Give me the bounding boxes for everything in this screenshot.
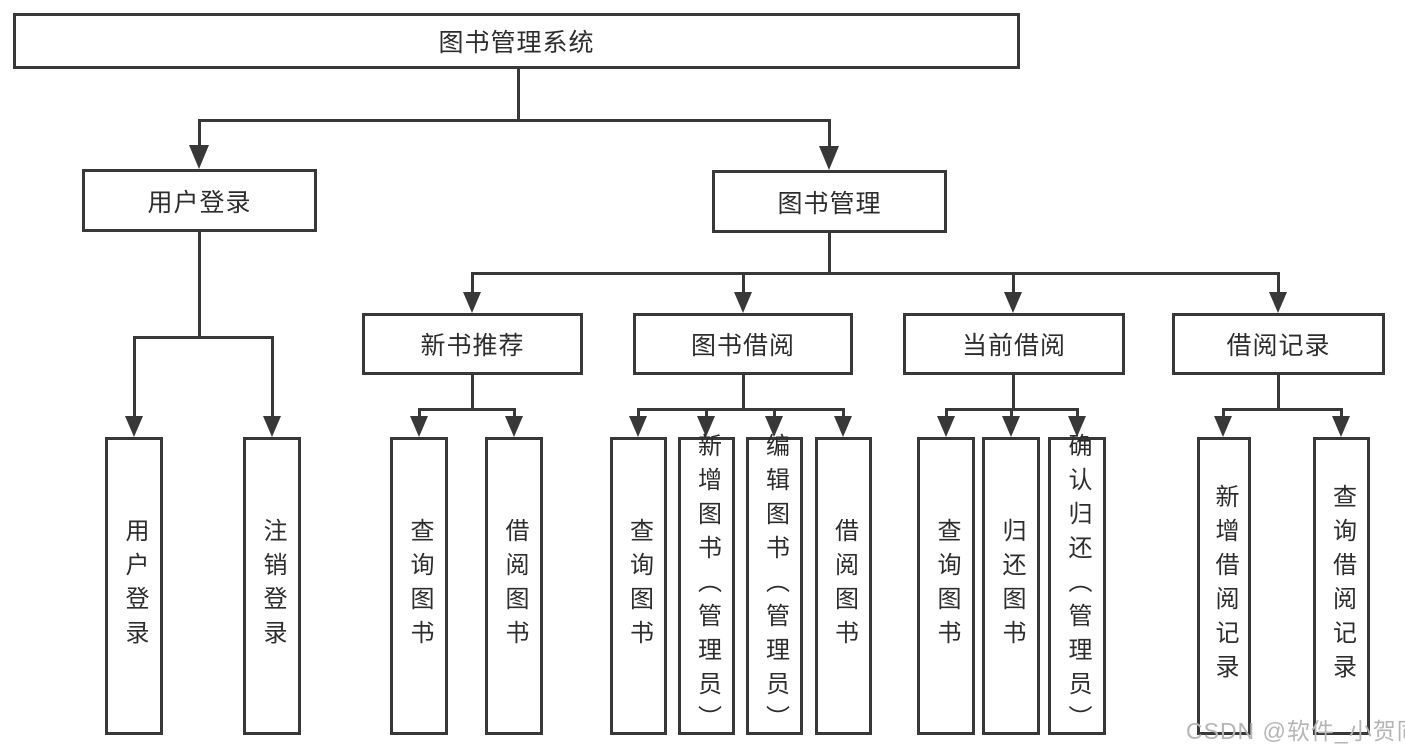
arrow-down-icon bbox=[1269, 292, 1287, 313]
arrow-down-icon bbox=[1332, 416, 1350, 437]
leaf-query-books-current: 查询图书 bbox=[917, 437, 975, 735]
connector-line bbox=[1222, 408, 1225, 418]
connector-line bbox=[842, 408, 845, 418]
connector-line bbox=[828, 119, 831, 149]
connector-line bbox=[637, 408, 640, 418]
arrow-down-icon bbox=[189, 145, 209, 169]
node-current-borrow-label: 当前借阅 bbox=[961, 332, 1066, 360]
node-library-system-label: 图书管理系统 bbox=[438, 29, 595, 57]
csdn-watermark: CSDN @软件_小贺同学 bbox=[1186, 718, 1405, 744]
node-book-management-label: 图书管理 bbox=[777, 189, 882, 218]
arrow-down-icon bbox=[1004, 292, 1022, 313]
connector-line bbox=[471, 272, 474, 294]
leaf-borrow-books-label: 借阅图书 bbox=[830, 518, 858, 654]
leaf-add-borrow-record: 新增借阅记录 bbox=[1197, 437, 1251, 735]
connector-line bbox=[1076, 408, 1079, 418]
connector-line bbox=[472, 272, 1280, 275]
leaf-query-books-current-label: 查询图书 bbox=[933, 518, 960, 654]
connector-line bbox=[1223, 408, 1343, 411]
leaf-borrow-books-recommend-label: 借阅图书 bbox=[501, 518, 528, 654]
leaf-confirm-return-admin-label: 确认归还（管理员） bbox=[1064, 433, 1091, 739]
connector-line bbox=[199, 119, 831, 122]
node-borrow-records: 借阅记录 bbox=[1172, 313, 1385, 375]
leaf-edit-book-admin: 编辑图书（管理员） bbox=[746, 433, 803, 739]
arrow-down-icon bbox=[937, 416, 955, 437]
connector-line bbox=[198, 232, 201, 336]
node-library-system: 图书管理系统 bbox=[13, 13, 1020, 69]
arrow-down-icon bbox=[697, 416, 715, 437]
leaf-confirm-return-admin: 确认归还（管理员） bbox=[1048, 433, 1106, 739]
node-borrow-records-label: 借阅记录 bbox=[1226, 332, 1331, 360]
leaf-query-books-borrow-label: 查询图书 bbox=[625, 518, 653, 654]
arrow-down-icon bbox=[463, 292, 481, 313]
leaf-add-book-admin-label: 新增图书（管理员） bbox=[693, 433, 721, 739]
arrow-down-icon bbox=[410, 416, 428, 437]
connector-line bbox=[945, 408, 948, 418]
connector-line bbox=[513, 408, 516, 418]
leaf-query-borrow-record-label: 查询借阅记录 bbox=[1328, 484, 1356, 688]
node-book-management: 图书管理 bbox=[712, 170, 947, 233]
arrow-down-icon bbox=[765, 416, 783, 437]
connector-line bbox=[773, 408, 776, 418]
connector-line bbox=[1010, 408, 1013, 418]
connector-line bbox=[198, 119, 201, 149]
connector-line bbox=[1340, 408, 1343, 418]
arrow-down-icon bbox=[505, 416, 523, 437]
arrow-down-icon bbox=[1068, 416, 1086, 437]
leaf-query-borrow-record: 查询借阅记录 bbox=[1313, 437, 1370, 735]
node-book-borrow-label: 图书借阅 bbox=[690, 332, 795, 360]
connector-line bbox=[1277, 375, 1280, 408]
node-new-book-recommend: 新书推荐 bbox=[362, 313, 583, 375]
connector-line bbox=[705, 408, 708, 418]
node-book-borrow: 图书借阅 bbox=[633, 313, 853, 375]
connector-line bbox=[418, 408, 421, 418]
node-user-login-label: 用户登录 bbox=[147, 188, 252, 217]
leaf-logout: 注销登录 bbox=[243, 437, 301, 735]
connector-line bbox=[742, 375, 745, 408]
leaf-return-books: 归还图书 bbox=[982, 437, 1040, 735]
connector-line bbox=[1012, 272, 1015, 294]
leaf-user-login-label: 用户登录 bbox=[121, 518, 148, 654]
leaf-return-books-label: 归还图书 bbox=[998, 518, 1025, 654]
node-new-book-recommend-label: 新书推荐 bbox=[420, 332, 525, 360]
leaf-logout-label: 注销登录 bbox=[259, 518, 286, 654]
leaf-query-books-recommend-label: 查询图书 bbox=[406, 518, 433, 654]
connector-line bbox=[828, 233, 831, 272]
connector-line bbox=[419, 408, 516, 411]
leaf-user-login: 用户登录 bbox=[105, 437, 163, 735]
connector-line bbox=[742, 272, 745, 294]
connector-line bbox=[638, 408, 845, 411]
connector-line bbox=[471, 375, 474, 408]
leaf-add-borrow-record-label: 新增借阅记录 bbox=[1211, 484, 1238, 688]
arrow-down-icon bbox=[125, 416, 143, 437]
arrow-down-icon bbox=[1002, 416, 1020, 437]
node-user-login: 用户登录 bbox=[82, 169, 317, 232]
arrow-down-icon bbox=[1214, 416, 1232, 437]
arrow-down-icon bbox=[834, 416, 852, 437]
connector-line bbox=[517, 69, 520, 119]
connector-line bbox=[1012, 375, 1015, 408]
leaf-borrow-books-recommend: 借阅图书 bbox=[485, 437, 543, 735]
leaf-borrow-books: 借阅图书 bbox=[815, 437, 872, 735]
leaf-query-books-borrow: 查询图书 bbox=[610, 437, 667, 735]
node-current-borrow: 当前借阅 bbox=[903, 313, 1125, 375]
connector-line bbox=[134, 336, 274, 339]
connector-line bbox=[133, 336, 136, 418]
connector-line bbox=[271, 336, 274, 418]
leaf-query-books-recommend: 查询图书 bbox=[390, 437, 448, 735]
arrow-down-icon bbox=[263, 416, 281, 437]
arrow-down-icon bbox=[734, 292, 752, 313]
leaf-add-book-admin: 新增图书（管理员） bbox=[678, 433, 735, 739]
arrow-down-icon bbox=[629, 416, 647, 437]
arrow-down-icon bbox=[819, 146, 839, 170]
leaf-edit-book-admin-label: 编辑图书（管理员） bbox=[761, 433, 789, 739]
connector-line bbox=[1277, 272, 1280, 294]
